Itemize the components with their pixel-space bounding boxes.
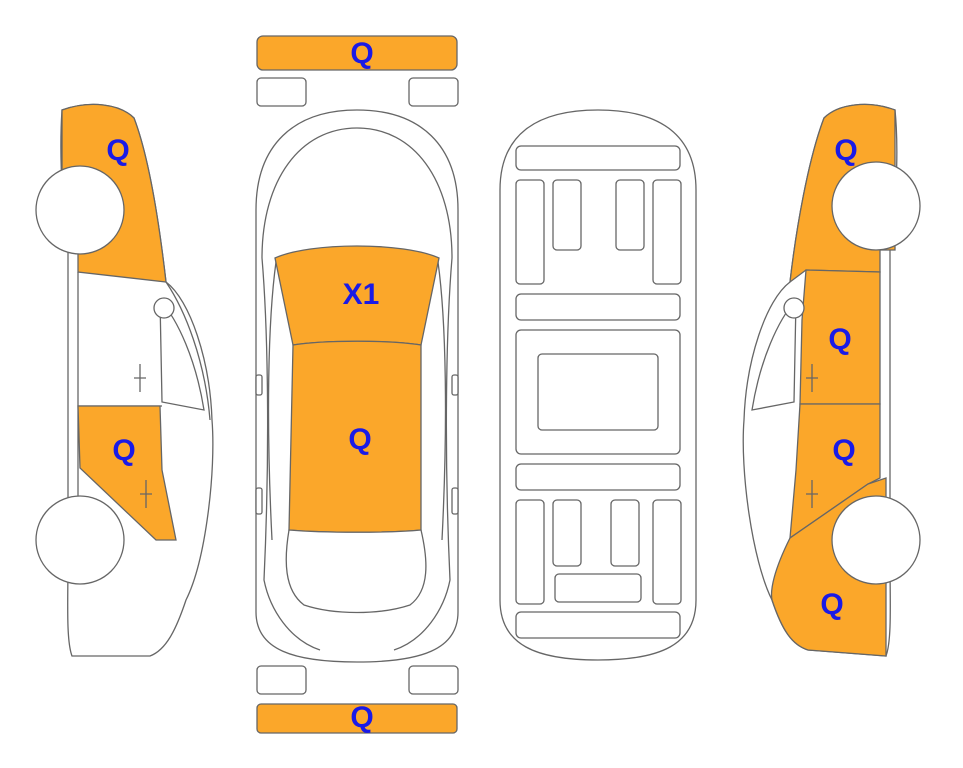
taillight-right <box>408 665 459 695</box>
left-rear-door-panel[interactable] <box>77 405 177 541</box>
left-roof-line <box>165 281 211 421</box>
left-rear-wheel <box>35 495 125 585</box>
underbody-rear-right-pocket <box>610 499 640 567</box>
underbody-front-crossmember <box>515 145 681 171</box>
left-front-wheel <box>35 165 125 255</box>
underbody-rear-crossmember <box>515 611 681 639</box>
roof-label: Q <box>348 423 371 456</box>
right-rear-wheel <box>831 495 921 585</box>
left-rear-door-label: Q <box>112 434 135 467</box>
car-left-side-view: Q Q <box>35 103 214 657</box>
right-rear-door-label: Q <box>832 434 855 467</box>
left-mirror <box>153 297 175 319</box>
right-side-inner-line <box>393 257 453 651</box>
front-bumper-panel[interactable] <box>256 35 458 71</box>
mirror-left <box>255 374 263 396</box>
windshield-label: X1 <box>343 278 380 311</box>
underbody-front-right-rail <box>652 179 682 285</box>
right-front-fender-label: Q <box>834 134 857 167</box>
mirror-right <box>451 374 459 396</box>
headlight-left <box>256 77 307 107</box>
right-front-door-label: Q <box>828 323 851 356</box>
underbody-rear-left-rail <box>515 499 545 605</box>
taillight-left <box>256 665 307 695</box>
underbody-mid-front-bar <box>515 293 681 321</box>
rear-bumper-label: Q <box>350 701 373 734</box>
underbody-center-panel <box>537 353 659 431</box>
front-bumper-label: Q <box>350 37 373 70</box>
left-front-fender-label: Q <box>106 134 129 167</box>
door-handle-right <box>451 487 459 515</box>
underbody-front-left-rail <box>515 179 545 285</box>
left-rear-door-handle <box>140 480 152 508</box>
headlight-right <box>408 77 459 107</box>
right-rear-quarter-label: Q <box>820 588 843 621</box>
hood-line <box>261 127 453 259</box>
door-handle-left <box>255 487 263 515</box>
underbody-rear-left-pocket <box>552 499 582 567</box>
car-underbody-view <box>499 109 697 661</box>
left-front-door-handle <box>134 364 146 392</box>
rear-window <box>285 529 427 614</box>
right-pillar-line <box>437 261 447 541</box>
underbody-rear-right-rail <box>652 499 682 605</box>
car-right-side-view: Q Q Q Q <box>742 103 921 657</box>
left-pillar-line <box>267 261 277 541</box>
right-rear-door-handle <box>806 480 818 508</box>
right-front-wheel <box>831 161 921 251</box>
underbody-front-right-pocket <box>615 179 645 251</box>
underbody-front-left-pocket <box>552 179 582 251</box>
underbody-rear-box <box>554 573 642 603</box>
right-front-door-handle <box>806 364 818 392</box>
right-mirror <box>783 297 805 319</box>
underbody-mid-rear-bar <box>515 463 681 491</box>
left-side-inner-line <box>261 257 321 651</box>
rear-bumper-panel[interactable] <box>256 703 458 734</box>
car-top-view: Q X1 Q Q <box>255 35 459 734</box>
